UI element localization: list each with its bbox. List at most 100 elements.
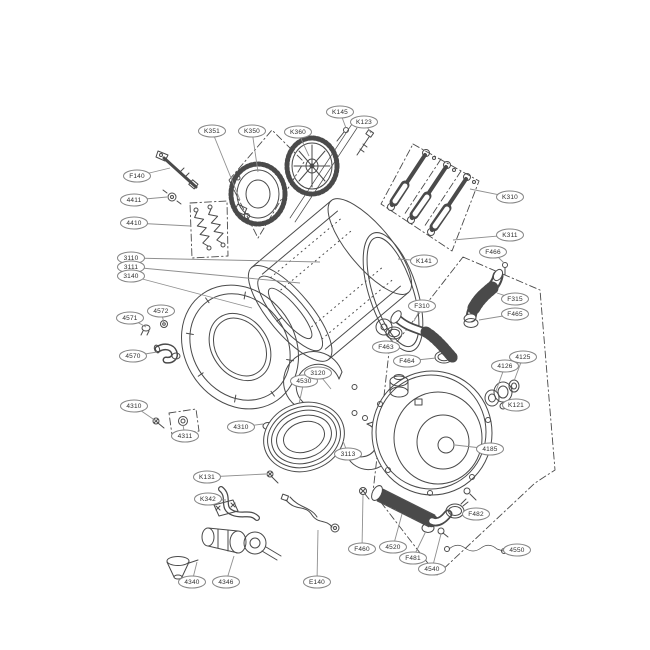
part-label-4550: 4550 — [503, 543, 531, 557]
part-number-text: 4310 — [233, 424, 248, 431]
part-label-K351: K351 — [198, 124, 241, 201]
part-number-text: 4550 — [509, 547, 524, 554]
part-label-4125: 4125 — [509, 350, 537, 382]
part-number-text: 4411 — [127, 197, 142, 204]
part-number-text: F464 — [399, 358, 415, 365]
part-label-K131: K131 — [193, 470, 267, 484]
part-number-text: K310 — [502, 194, 518, 201]
part-label-3120: 3120 — [304, 366, 332, 390]
part-number-text: 3113 — [341, 451, 356, 458]
part-number-text: 4125 — [515, 354, 530, 361]
grommet-parts — [140, 320, 181, 364]
part-label-4571: 4571 — [116, 311, 147, 328]
part-number-text: 3110 — [124, 255, 139, 262]
part-label-4572: 4572 — [147, 304, 175, 324]
part-label-4340: 4340 — [178, 561, 206, 589]
part-label-E140: E140 — [303, 529, 331, 589]
part-label-F460: F460 — [348, 494, 376, 556]
part-label-3110: 3110 — [117, 251, 321, 265]
drain-pump-parts — [166, 470, 282, 580]
tub-assembly-box — [372, 256, 556, 576]
part-label-K145: K145 — [326, 105, 354, 129]
part-number-text: K141 — [416, 258, 432, 265]
part-label-F481: F481 — [399, 530, 427, 565]
part-number-text: 4340 — [184, 579, 199, 586]
part-label-F464: F464 — [393, 354, 437, 368]
part-label-F465: F465 — [478, 307, 529, 321]
part-number-text: 4570 — [125, 353, 140, 360]
damper-divider-1 — [403, 158, 442, 216]
part-label-4570: 4570 — [119, 349, 158, 363]
part-number-text: 4410 — [126, 220, 141, 227]
part-label-4346: 4346 — [212, 555, 240, 589]
part-number-text: 4572 — [153, 308, 168, 315]
part-number-text: 3120 — [310, 370, 325, 377]
pressure-hose-parts — [375, 310, 458, 364]
part-label-4520: 4520 — [379, 513, 407, 554]
suspension-springs — [193, 204, 226, 251]
part-label-K350: K350 — [238, 124, 266, 173]
drain-hose-parts — [359, 485, 507, 554]
damper-divider-2 — [423, 170, 462, 228]
motor-bolts — [336, 127, 375, 156]
part-number-text: 4540 — [424, 566, 439, 573]
part-number-text: 3111 — [124, 264, 138, 271]
part-number-text: 3140 — [123, 273, 138, 280]
part-label-F310: F310 — [408, 299, 436, 322]
part-number-text: K131 — [199, 474, 215, 481]
part-number-text: F460 — [354, 546, 370, 553]
wire-harness — [280, 493, 340, 533]
part-label-4410: 4410 — [120, 216, 191, 230]
door-boot — [263, 401, 345, 473]
part-number-text: F140 — [129, 173, 145, 180]
part-number-text: K311 — [502, 232, 518, 239]
part-number-text: 4346 — [218, 579, 233, 586]
springs-box — [189, 200, 229, 259]
part-label-K311: K311 — [452, 228, 524, 242]
part-number-text: K342 — [200, 496, 216, 503]
part-number-text: F482 — [468, 511, 484, 518]
part-number-text: 4185 — [482, 446, 497, 453]
part-number-text: F481 — [405, 555, 421, 562]
part-number-text: 4310 — [126, 403, 141, 410]
part-label-4540: 4540 — [418, 533, 446, 576]
part-number-text: K360 — [290, 129, 306, 136]
part-number-text: F466 — [485, 249, 501, 256]
damper-pin-parts — [155, 150, 199, 205]
drum-drawing — [247, 198, 413, 362]
part-number-text: K351 — [204, 128, 220, 135]
inlet-elbow-hose — [463, 262, 508, 328]
part-number-text: F315 — [507, 296, 523, 303]
part-number-text: 4311 — [178, 433, 193, 440]
part-label-4310: 4310 — [120, 399, 157, 422]
rotor-drawing — [284, 135, 340, 197]
part-label-4185: 4185 — [454, 442, 504, 456]
dampers-drawing — [387, 149, 476, 236]
part-label-K123: K123 — [350, 115, 378, 134]
part-number-text: K145 — [332, 109, 348, 116]
part-number-text: F310 — [414, 303, 430, 310]
part-number-text: K350 — [244, 128, 260, 135]
part-label-K121: K121 — [502, 398, 530, 412]
part-label-K342: K342 — [194, 492, 227, 506]
part-label-F466: F466 — [479, 245, 507, 264]
part-label-4310: 4310 — [227, 420, 264, 434]
part-number-text: F465 — [507, 311, 523, 318]
damper-box — [380, 143, 480, 252]
tub-rear-shell — [371, 370, 493, 501]
tub-front-ring — [181, 284, 299, 410]
part-label-F463: F463 — [372, 337, 400, 354]
part-label-F315: F315 — [496, 292, 529, 306]
part-label-3113: 3113 — [334, 440, 362, 461]
part-label-F140: F140 — [123, 167, 171, 183]
part-label-K141: K141 — [397, 254, 438, 268]
part-number-text: F463 — [378, 344, 394, 351]
part-label-K360: K360 — [284, 125, 312, 157]
part-number-text: K123 — [356, 119, 372, 126]
part-label-4126: 4126 — [491, 359, 519, 392]
part-label-3140: 3140 — [117, 269, 253, 309]
